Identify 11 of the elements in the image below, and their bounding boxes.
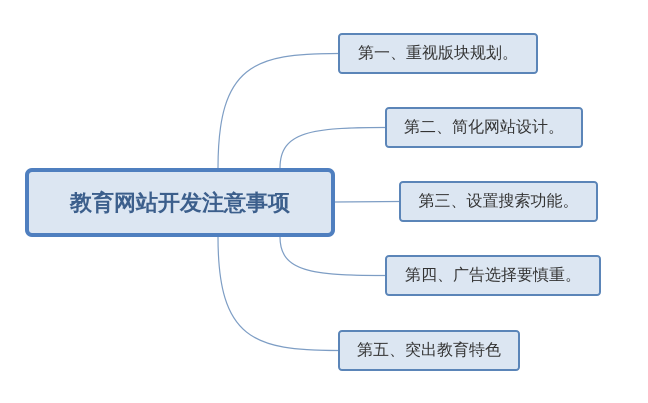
connector-line [279,126,385,168]
topic-box: 教育网站开发注意事项 [25,168,335,237]
connector-line [335,200,399,203]
subtopic-box: 第五、突出教育特色 [338,330,520,371]
connector-line [217,52,338,168]
connector-line [217,236,338,352]
subtopic-box: 第一、重视版块规划。 [338,33,538,74]
subtopic-box: 第二、简化网站设计。 [385,107,583,148]
subtopic-box: 第四、广告选择要慎重。 [385,255,601,296]
subtopic-box: 第三、设置搜索功能。 [399,181,598,222]
connector-line [279,236,385,276]
